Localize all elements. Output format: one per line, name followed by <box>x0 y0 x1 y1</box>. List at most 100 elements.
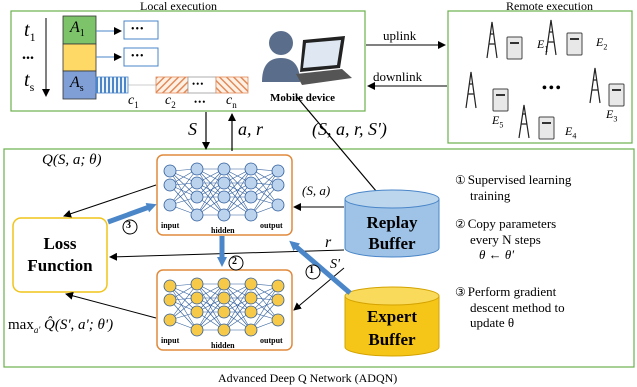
nn-connection <box>196 283 225 331</box>
q-network-neurons <box>163 162 285 222</box>
server-e1-label: E1 <box>537 37 549 54</box>
nn-neuron <box>190 162 204 176</box>
nn-neuron <box>244 190 258 204</box>
task-dots: ••• <box>192 79 205 89</box>
nn-connection <box>196 283 225 313</box>
queue-box-1-dots: ••• <box>131 24 145 35</box>
nn-neuron <box>244 208 258 222</box>
nn-neuron <box>271 279 285 293</box>
downlink-label: downlink <box>373 69 423 84</box>
target-network-neurons <box>163 277 285 337</box>
time-t1: t1 <box>24 19 36 44</box>
nn-neuron <box>190 190 204 204</box>
nn-connection <box>169 184 198 216</box>
nn-neuron <box>217 208 231 222</box>
nn-neuron <box>271 198 285 212</box>
nn-connection <box>250 184 279 216</box>
server-e4-label: E4 <box>565 124 577 141</box>
target-q-label: maxa' Q̂(S', a'; θ') <box>8 317 114 335</box>
nn-connection <box>250 170 279 216</box>
marker-1-circle <box>305 264 321 280</box>
task-c2-label: c2 <box>165 93 176 110</box>
nn-connection <box>223 168 252 198</box>
marker-1: 1 <box>309 265 314 276</box>
nn-neuron <box>217 323 231 337</box>
next-state-arrow <box>293 267 345 311</box>
nn-neuron <box>163 198 177 212</box>
nn-connection <box>169 283 198 321</box>
target-input-label: input <box>161 336 180 345</box>
state-action-label: (S, a) <box>302 183 331 198</box>
nn-neuron <box>271 178 285 192</box>
nn-neuron <box>244 305 258 319</box>
replay-buffer-cylinder <box>344 189 440 258</box>
nn-connection <box>169 299 198 331</box>
person-icon <box>262 31 300 82</box>
task-cn <box>215 76 249 94</box>
state-label: S <box>188 119 197 139</box>
loss-function-label: Loss Function <box>27 234 93 275</box>
remote-execution-label: Remote execution <box>506 0 593 13</box>
q-output-label: output <box>260 221 283 230</box>
task-c1-label: c1 <box>128 93 139 110</box>
transition-arrow <box>295 95 383 199</box>
nn-neuron <box>217 176 231 190</box>
nn-neuron <box>190 305 204 319</box>
nn-connection <box>196 182 225 216</box>
nn-connection <box>223 182 252 216</box>
gradient-arrow <box>107 203 157 225</box>
marker-3-circle <box>122 219 138 235</box>
nn-neuron <box>217 162 231 176</box>
supervised-arrow <box>289 240 352 295</box>
q-value-label: Q(S, a; θ) <box>42 152 102 168</box>
nn-neuron <box>163 178 177 192</box>
nn-neuron <box>244 176 258 190</box>
next-state-label: S' <box>330 257 340 272</box>
queue-box-1 <box>123 20 159 40</box>
nn-neuron <box>190 323 204 337</box>
expert-buffer-label: Expert Buffer <box>366 307 418 349</box>
nn-neuron <box>244 277 258 291</box>
nn-connection <box>169 168 198 206</box>
nn-neuron <box>163 313 177 327</box>
server-e3-label: E3 <box>606 107 618 124</box>
queue-middle <box>62 43 97 72</box>
adqn-panel <box>3 148 635 368</box>
nn-neuron <box>217 190 231 204</box>
nn-neuron <box>217 291 231 305</box>
q-value-arrow <box>63 184 157 218</box>
reward-label: r <box>325 234 332 251</box>
nn-neuron <box>190 176 204 190</box>
marker-2: 2 <box>232 256 237 267</box>
nn-connection <box>250 299 279 331</box>
queue-as-label: As <box>70 74 84 95</box>
nn-connection <box>196 168 225 216</box>
server-e5-label: E5 <box>492 113 504 130</box>
task-label-dots: ••• <box>194 97 207 107</box>
nn-neuron <box>190 208 204 222</box>
transition-label: (S, a, r, S') <box>312 119 387 139</box>
laptop-icon <box>296 36 352 85</box>
nn-neuron <box>217 277 231 291</box>
nn-connection <box>250 283 279 321</box>
task-c1 <box>95 76 129 94</box>
remote-dots: ••• <box>542 81 563 96</box>
nn-connection <box>196 168 225 198</box>
queue-box-2 <box>123 47 159 67</box>
nn-connection <box>223 283 252 313</box>
marker-3: 3 <box>126 220 131 231</box>
nn-neuron <box>163 164 177 178</box>
nn-connection <box>223 168 252 216</box>
nn-neuron <box>271 313 285 327</box>
mobile-device-label: Mobile device <box>270 92 336 104</box>
server-e2-label: E2 <box>596 35 608 52</box>
tower-icon <box>465 19 601 139</box>
target-output-label: output <box>260 336 283 345</box>
nn-connection <box>223 283 252 331</box>
nn-neuron <box>244 323 258 337</box>
nn-neuron <box>244 162 258 176</box>
nn-neuron <box>271 164 285 178</box>
